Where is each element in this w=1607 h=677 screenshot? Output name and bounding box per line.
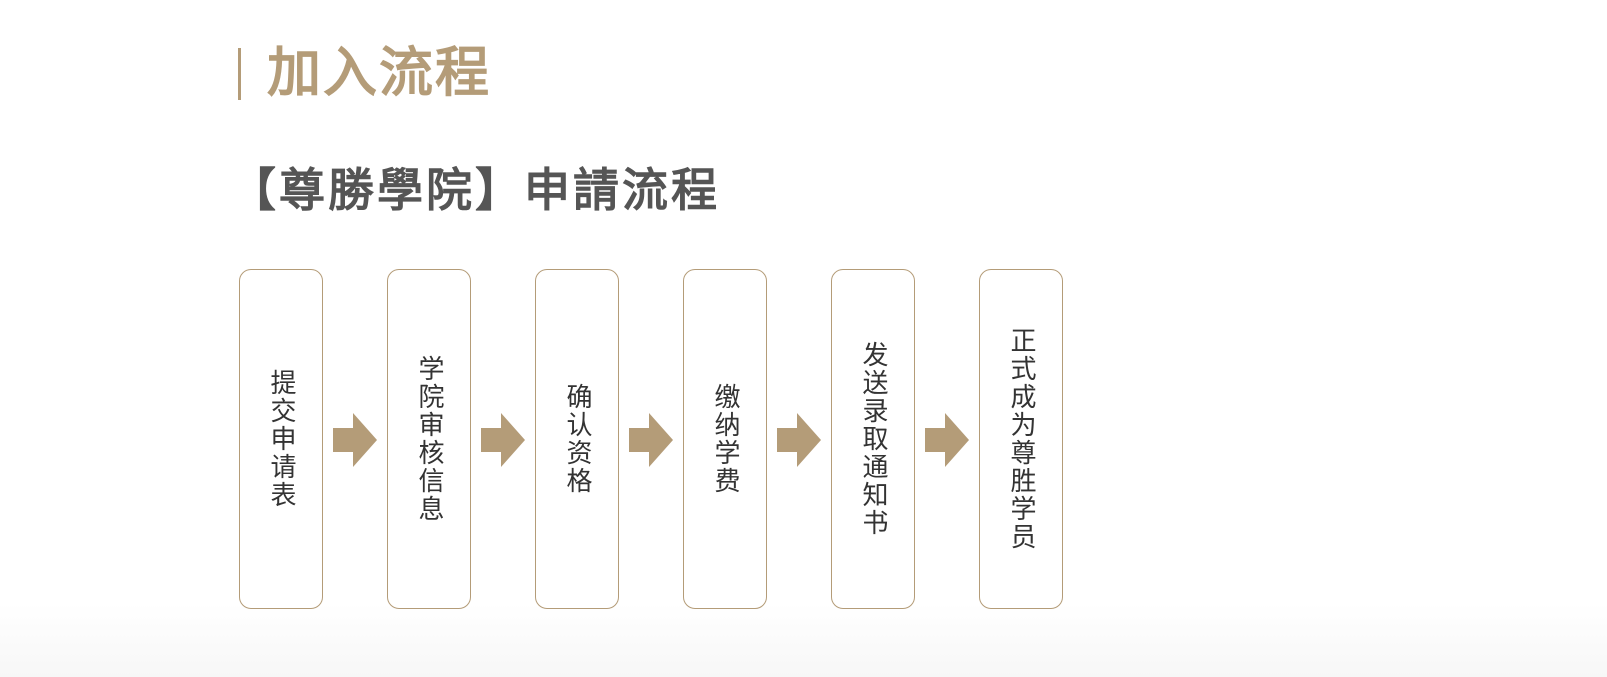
step-label-2: 学院审核信息 xyxy=(414,355,444,523)
footer-band xyxy=(0,603,1607,677)
step-box-4: 缴纳学费 xyxy=(683,269,767,609)
step-box-6: 正式成为尊胜学员 xyxy=(979,269,1063,609)
process-subtitle: 【尊勝學院】申請流程 xyxy=(230,163,720,217)
step-box-2: 学院审核信息 xyxy=(387,269,471,609)
arrow-right-icon xyxy=(481,413,525,467)
step-box-5: 发送录取通知书 xyxy=(831,269,915,609)
step-label-4: 缴纳学费 xyxy=(710,383,740,495)
step-box-3: 确认资格 xyxy=(535,269,619,609)
header-accent-bar xyxy=(238,48,241,100)
step-label-1: 提交申请表 xyxy=(266,369,296,509)
step-label-6: 正式成为尊胜学员 xyxy=(1006,327,1036,551)
arrow-right-icon xyxy=(777,413,821,467)
step-label-5: 发送录取通知书 xyxy=(858,341,888,537)
arrow-right-icon xyxy=(333,413,377,467)
arrow-right-icon xyxy=(629,413,673,467)
arrow-right-icon xyxy=(925,413,969,467)
step-box-1: 提交申请表 xyxy=(239,269,323,609)
process-flow: 提交申请表 学院审核信息 确认资格 缴纳学费 发送录取通知书 正式成为尊胜学员 xyxy=(239,269,1079,611)
section-header: 加入流程 xyxy=(238,42,491,102)
step-label-3: 确认资格 xyxy=(562,383,592,495)
section-title: 加入流程 xyxy=(267,40,491,104)
